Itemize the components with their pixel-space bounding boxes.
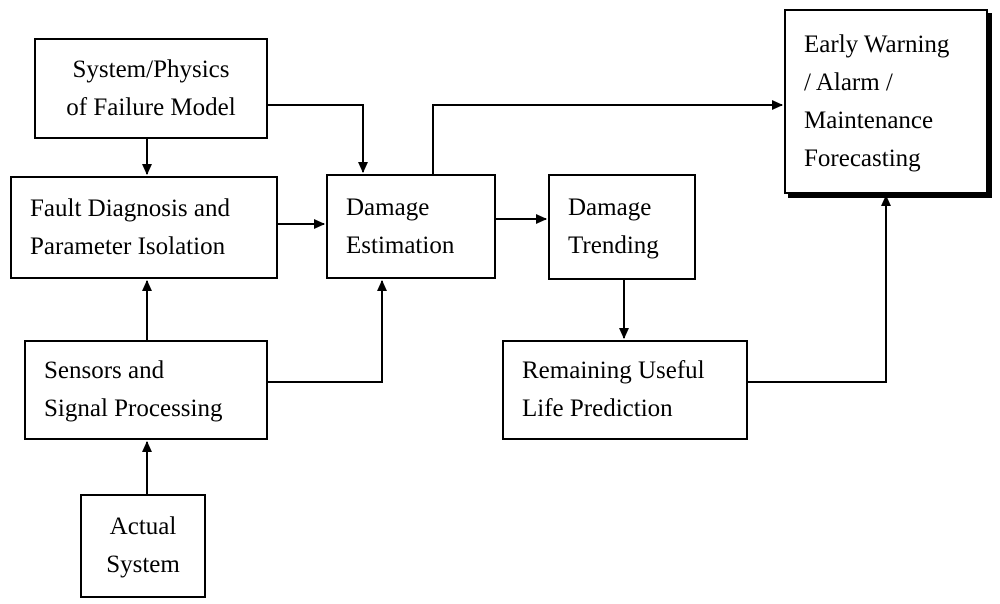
box-line: of Failure Model: [66, 93, 236, 121]
box-line: Remaining Useful: [522, 357, 705, 384]
arrow-rul-to-warning: [748, 195, 891, 383]
box-line: Sensors and: [44, 357, 165, 384]
arrow-physics-to-damage-estimation: [268, 104, 368, 173]
damage-trending-box: Damage Trending: [548, 174, 696, 280]
box-line: Damage: [346, 193, 430, 221]
box-line: Estimation: [346, 231, 455, 259]
arrow-damage-estimation-to-warning: [432, 100, 783, 174]
box-line: Damage: [568, 194, 652, 221]
box-line: Parameter Isolation: [30, 232, 226, 260]
fault-diagnosis-box: Fault Diagnosis and Parameter Isolation: [10, 176, 278, 279]
physics-of-failure-model-box: System/Physics of Failure Model: [34, 38, 268, 139]
remaining-useful-life-box: Remaining Useful Life Prediction: [502, 340, 748, 440]
sensors-signal-processing-box: Sensors and Signal Processing: [24, 340, 268, 440]
actual-system-box: Actual System: [80, 494, 206, 598]
box-line: Signal Processing: [44, 395, 223, 422]
box-line: / Alarm /: [804, 68, 893, 96]
box-line: System: [106, 551, 180, 578]
box-line: Trending: [568, 232, 659, 259]
box-line: Forecasting: [804, 144, 921, 172]
arrow-sensors-to-damage-estimation: [268, 280, 387, 383]
early-warning-box: Early Warning / Alarm / Maintenance Fore…: [784, 9, 988, 194]
box-line: Early Warning: [804, 30, 950, 58]
box-line: Actual: [109, 513, 177, 540]
box-line: Fault Diagnosis and: [30, 194, 230, 222]
box-line: System/Physics: [72, 55, 230, 83]
box-line: Maintenance: [804, 106, 934, 134]
damage-estimation-box: Damage Estimation: [326, 174, 496, 279]
box-line: Life Prediction: [522, 395, 673, 422]
